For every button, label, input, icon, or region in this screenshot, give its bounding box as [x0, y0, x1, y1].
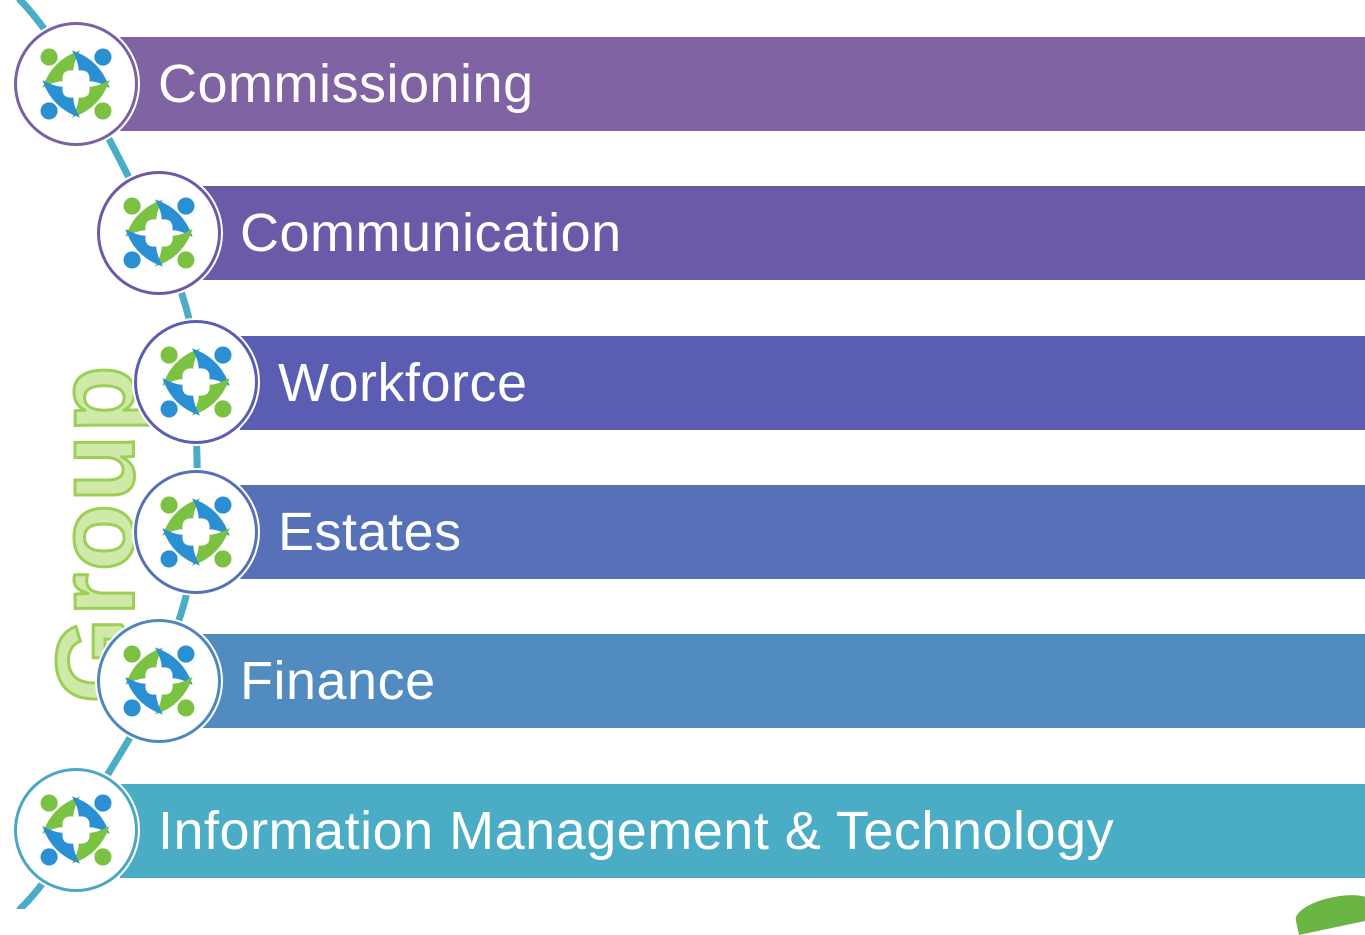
bar-commissioning: Commissioning — [120, 37, 1365, 131]
bar-information-management: Information Management & Technology — [120, 784, 1365, 878]
people-circle-icon — [14, 22, 138, 146]
diagram: Group Commissioning Communication Workfo… — [14, 0, 1365, 935]
bar-workforce: Workforce — [240, 336, 1365, 430]
bar-label: Finance — [240, 651, 436, 711]
bar-label: Information Management & Technology — [158, 801, 1115, 861]
people-circle-icon — [97, 171, 221, 295]
bar-finance: Finance — [203, 634, 1365, 728]
bar-label: Estates — [278, 502, 462, 562]
bar-estates: Estates — [240, 485, 1365, 579]
people-circle-icon — [14, 768, 138, 892]
people-circle-icon — [134, 320, 258, 444]
people-circle-icon — [97, 619, 221, 743]
bar-label: Commissioning — [158, 54, 534, 114]
bar-communication: Communication — [203, 186, 1365, 280]
people-circle-icon — [134, 470, 258, 594]
bar-label: Communication — [240, 203, 622, 263]
bar-label: Workforce — [278, 353, 528, 413]
connector-curve — [16, 0, 201, 909]
